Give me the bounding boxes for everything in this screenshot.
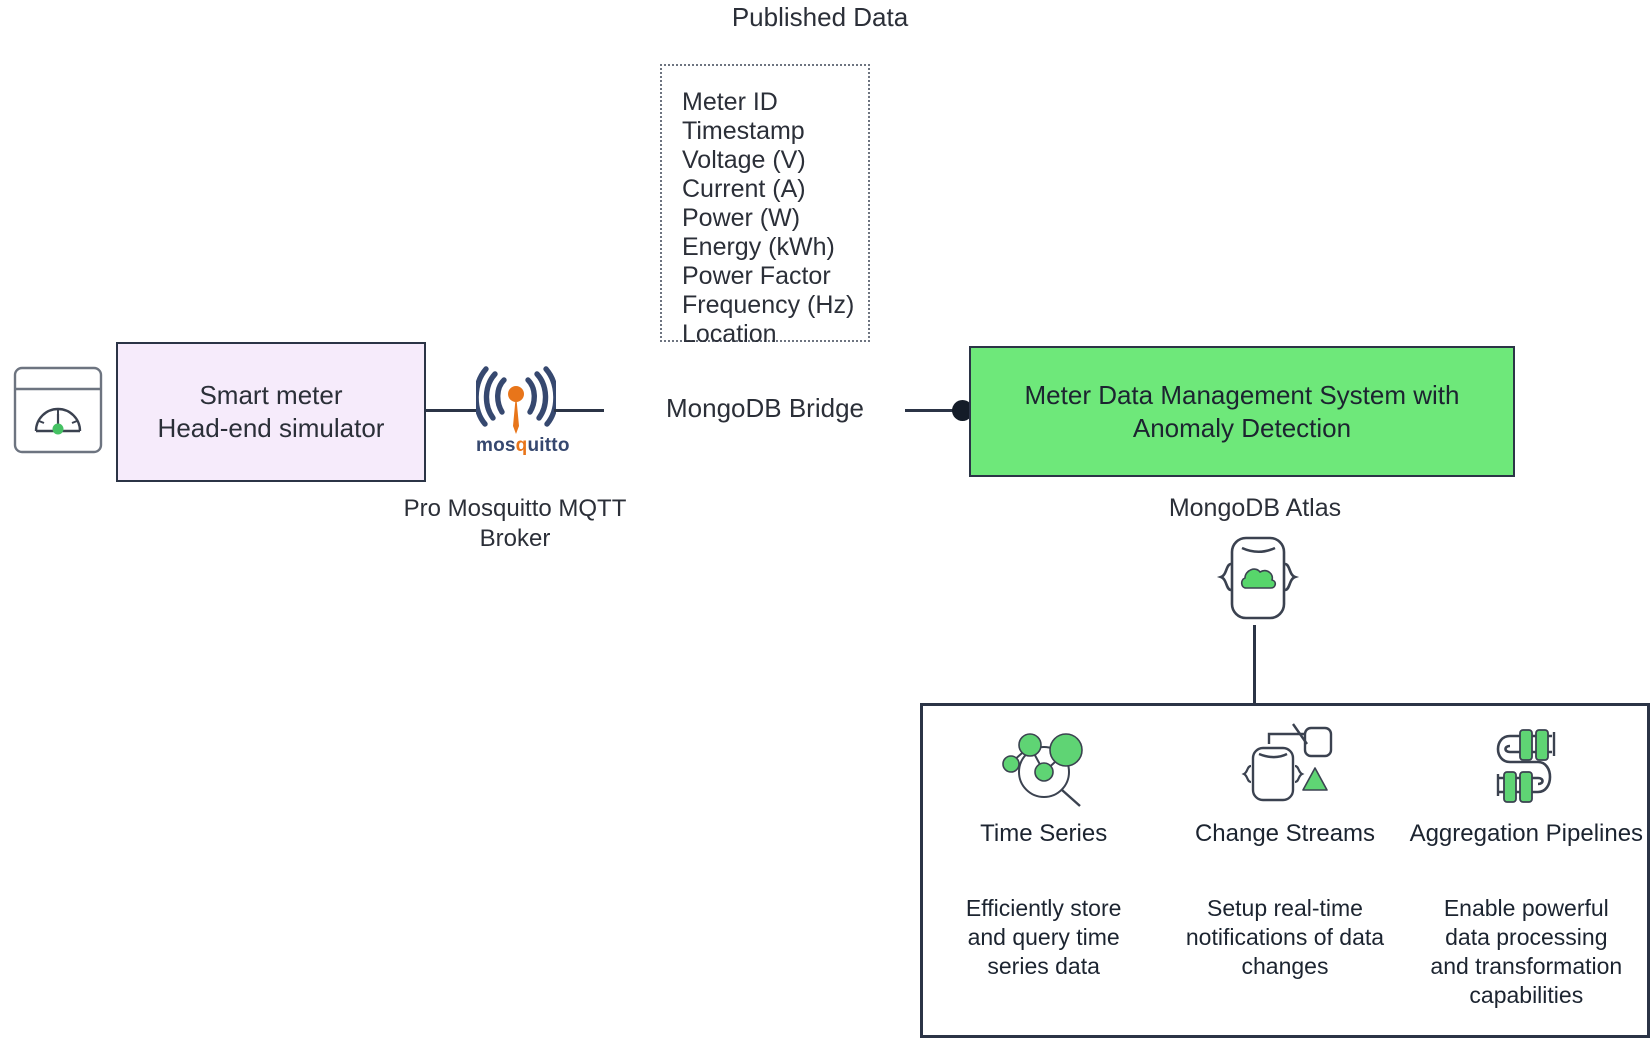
list-item: Frequency (Hz) — [682, 291, 855, 319]
smart-meter-box-label: Smart meter Head-end simulator — [157, 380, 385, 443]
connector-bridge-to-mdms — [905, 409, 963, 412]
time-series-icon — [994, 720, 1094, 810]
published-data-box — [660, 64, 870, 342]
mosquitto-broker-logo: mosquitto — [473, 364, 569, 457]
mongodb-features-panel: Time Series Efficiently store and query … — [920, 703, 1650, 1038]
connector-atlas-to-features — [1253, 625, 1256, 705]
list-item: Timestamp — [682, 117, 805, 145]
feature-title: Change Streams — [1194, 820, 1376, 847]
mosquitto-word-post: uitto — [527, 435, 570, 456]
feature-title: Aggregation Pipelines — [1409, 820, 1644, 847]
feature-time-series[interactable]: Time Series Efficiently store and query … — [923, 706, 1164, 1010]
connector-meter-to-broker — [424, 409, 476, 412]
list-item: Power (W) — [682, 204, 801, 232]
published-data-title: Published Data — [731, 2, 909, 32]
feature-description: Setup real-time notifications of data ch… — [1185, 895, 1385, 979]
aggregation-pipelines-icon — [1476, 720, 1576, 810]
feature-description: Efficiently store and query time series … — [965, 895, 1122, 979]
mosquitto-word-pre: mos — [476, 435, 516, 456]
broker-caption: Pro Mosquitto MQTT Broker — [403, 495, 627, 552]
list-item: Meter ID — [682, 88, 778, 116]
features-row: Time Series Efficiently store and query … — [923, 706, 1647, 1010]
mongodb-bridge-label: MongoDB Bridge — [666, 393, 864, 423]
feature-description: Enable powerful data processing and tran… — [1430, 895, 1623, 1008]
smart-meter-device-icon — [12, 365, 104, 460]
mdms-box[interactable]: Meter Data Management System with Anomal… — [969, 346, 1515, 477]
feature-aggregation-pipelines[interactable]: Aggregation Pipelines Enable powerful da… — [1406, 706, 1647, 1010]
list-item: Voltage (V) — [682, 146, 806, 174]
list-item: Energy (kWh) — [682, 233, 835, 261]
mosquitto-word-q: q — [515, 435, 528, 456]
feature-change-streams[interactable]: Change Streams Setup real-time notificat… — [1164, 706, 1405, 1010]
change-streams-icon — [1235, 720, 1335, 810]
mdms-box-label: Meter Data Management System with Anomal… — [1024, 379, 1460, 443]
list-item: Power Factor — [682, 262, 831, 290]
connector-endpoint-dot — [952, 400, 973, 421]
feature-title: Time Series — [980, 820, 1108, 847]
connector-broker-to-bridge — [554, 409, 604, 412]
smart-meter-simulator-box[interactable]: Smart meter Head-end simulator — [116, 342, 426, 482]
published-data-field-list: Meter ID Timestamp Voltage (V) Current (… — [682, 88, 882, 349]
mosquitto-wordmark: mosquitto — [476, 435, 569, 457]
mongodb-atlas-cloud-icon — [1215, 530, 1301, 630]
mongodb-atlas-label: MongoDB Atlas — [1168, 494, 1342, 522]
mosquitto-wave-icon — [473, 366, 559, 434]
list-item: Current (A) — [682, 175, 806, 203]
list-item: Location — [682, 320, 777, 348]
